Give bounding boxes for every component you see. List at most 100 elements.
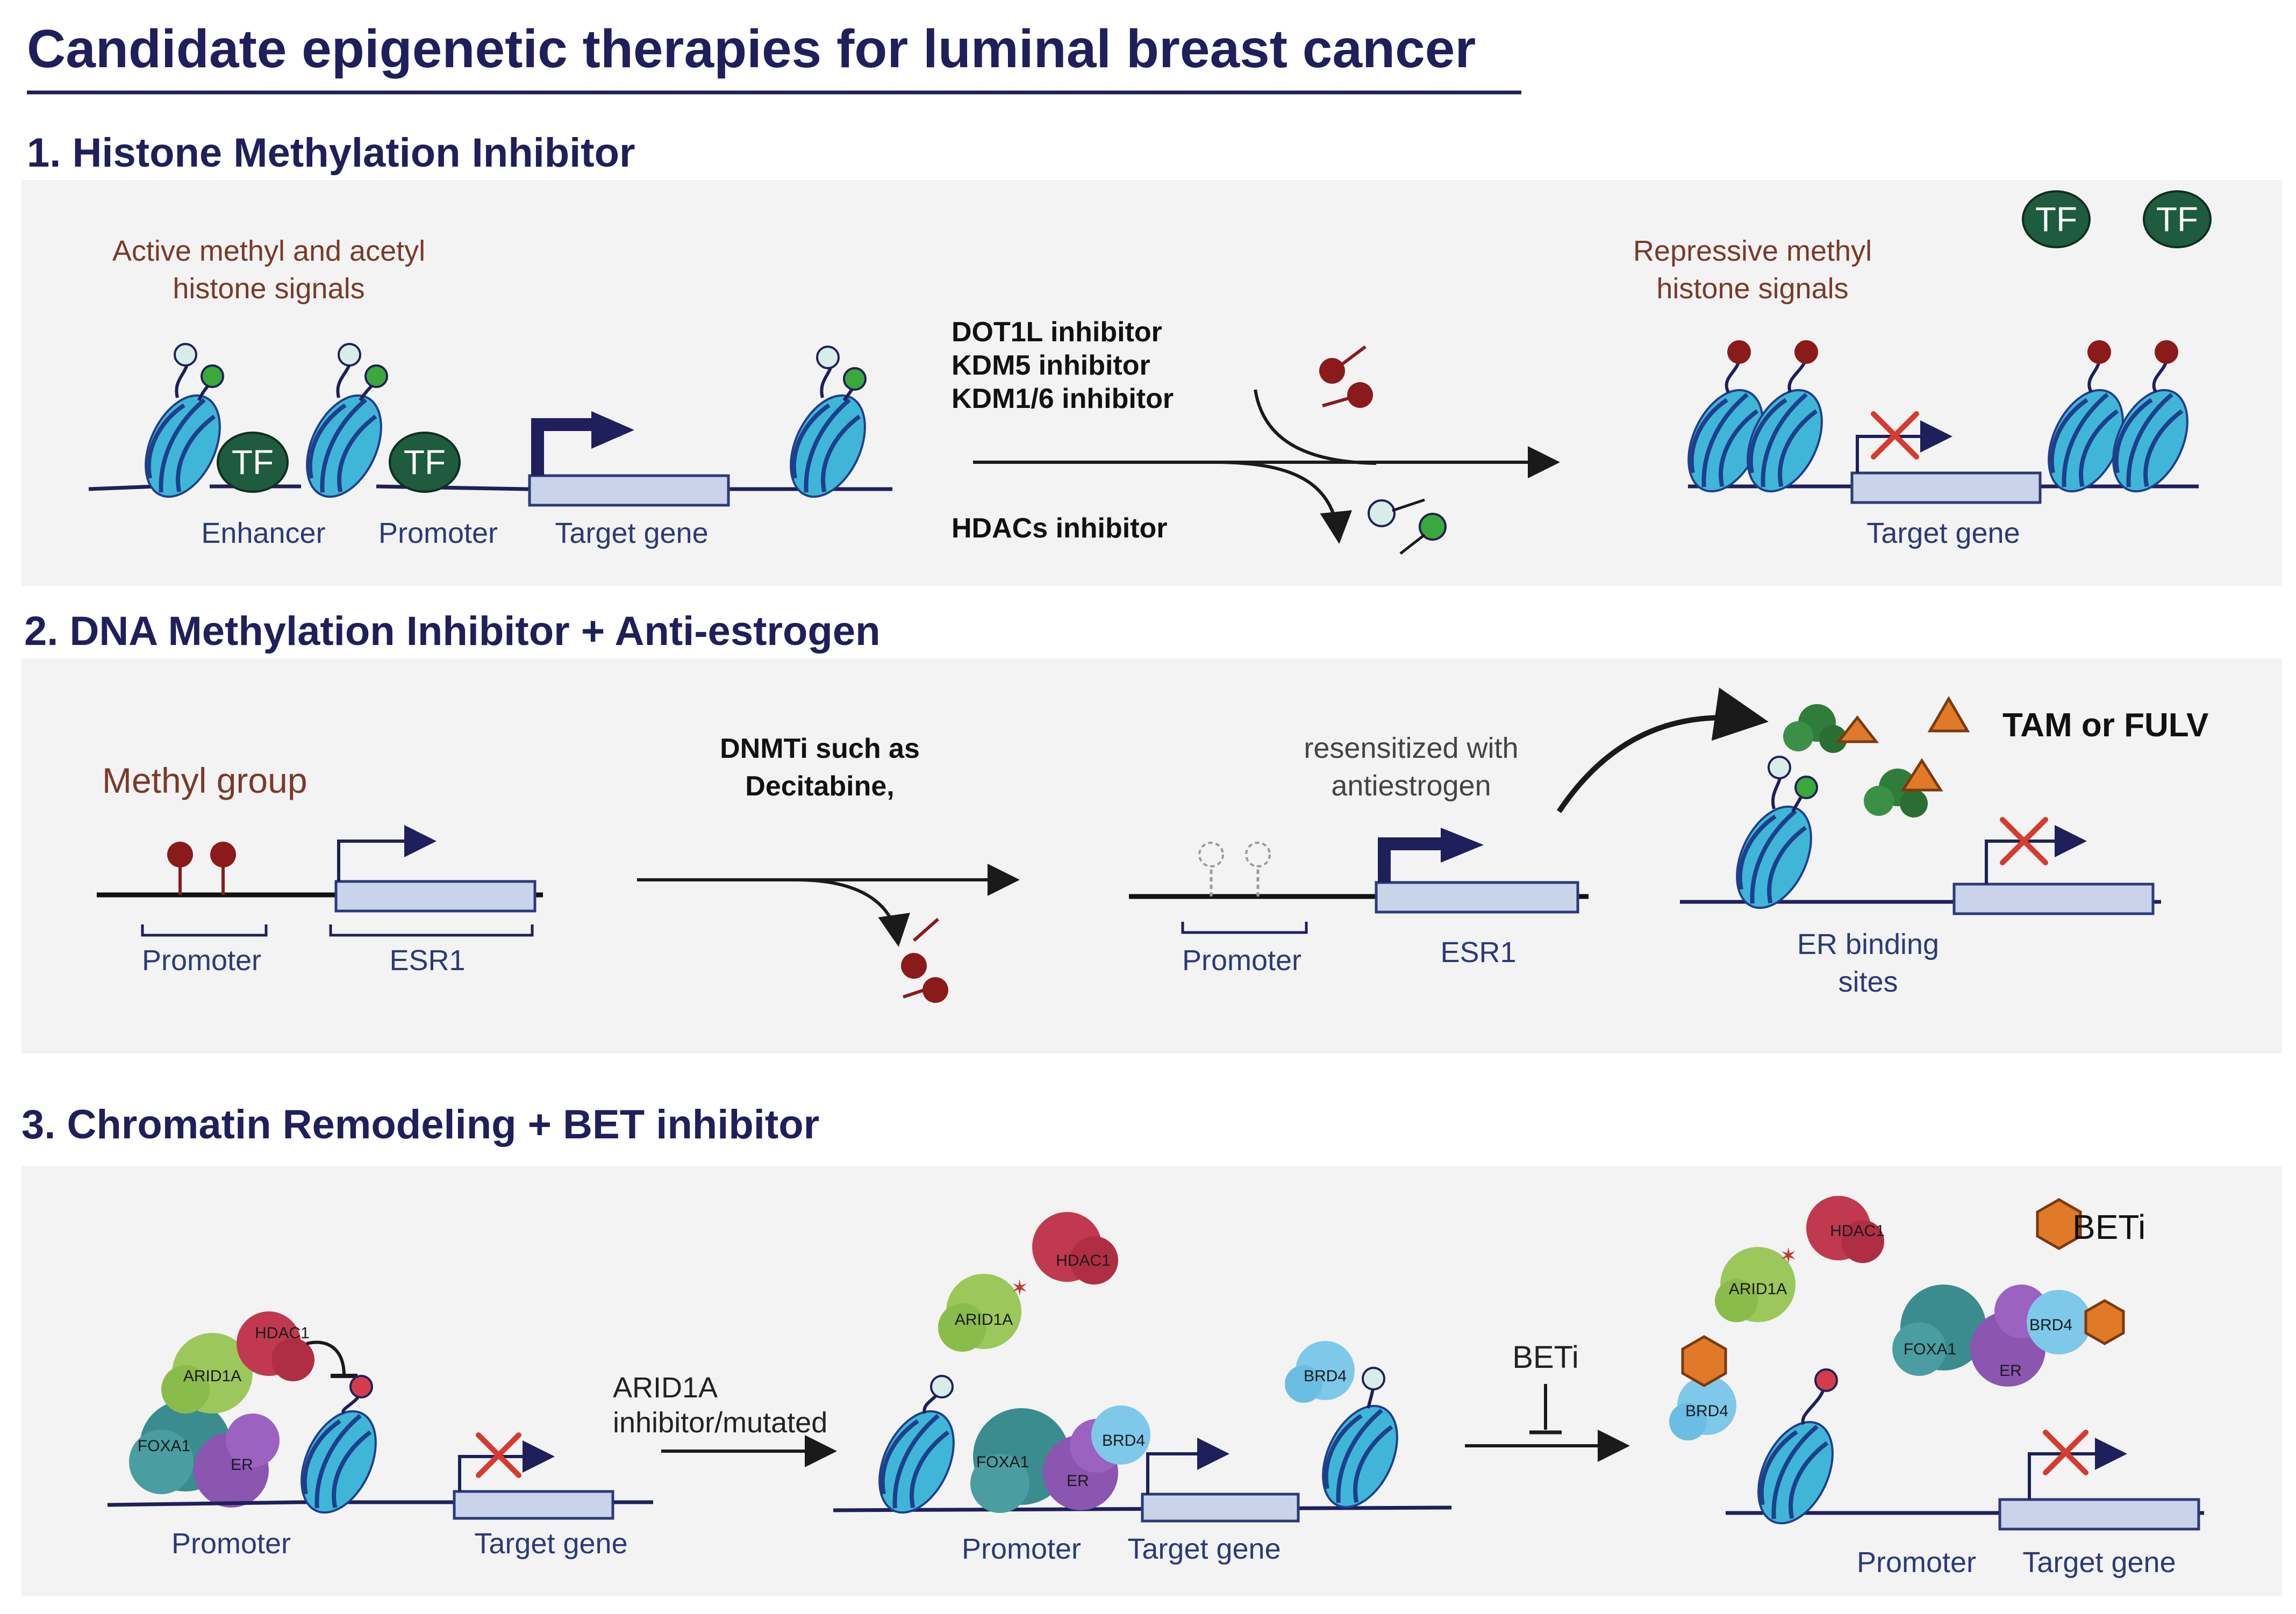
methyl-group-label: Methyl group: [102, 761, 307, 800]
methyl-group-icon: [210, 842, 236, 867]
blocked-x-icon: [1871, 411, 1919, 460]
drug-dot1l: DOT1L inhibitor: [952, 317, 1162, 348]
section1-panel: [22, 180, 2282, 586]
er-label: ER: [231, 1456, 253, 1474]
transcription-arrow-icon: [1856, 420, 1952, 473]
enhancer-label: Enhancer: [201, 517, 325, 549]
arid1a-label: ARID1A: [183, 1367, 241, 1385]
foxa1-label: FOXA1: [976, 1453, 1029, 1471]
section2-heading: 2. DNA Methylation Inhibitor + Anti-estr…: [24, 608, 881, 654]
esr1-label: ESR1: [389, 944, 465, 977]
hdac1-protein-icon: [1032, 1212, 1118, 1285]
transcription-arrow-icon: [1378, 837, 1446, 883]
inhibition-arrow: [306, 1340, 346, 1376]
methyl-mark-icon: [1727, 340, 1751, 364]
section3-panel: [22, 1166, 2282, 1596]
section3-heading: 3. Chromatin Remodeling + BET inhibitor: [22, 1102, 819, 1147]
mutation-star-icon: ✶: [1779, 1244, 1798, 1268]
esr1-label-right: ESR1: [1440, 936, 1516, 969]
acetyl-mark-icon: [1794, 776, 1818, 799]
antiestrogen-triangle-icon: [1835, 715, 1879, 743]
blocked-x-icon: [476, 1432, 521, 1478]
tf-icon: [2143, 190, 2212, 248]
target-gene-box: [1952, 883, 2155, 915]
target-gene-box: [1998, 1498, 2200, 1531]
brd4-label: BRD4: [1102, 1432, 1145, 1450]
active-signals-label-2: histone signals: [173, 272, 364, 305]
beti-hexagon-icon: [2084, 1299, 2125, 1345]
esr1-bracket: [329, 924, 534, 937]
acetyl-mark-icon: [201, 364, 224, 388]
er-label: ER: [1067, 1472, 1089, 1490]
target-gene-box: [453, 1490, 614, 1520]
arid1a-inhibitor-label-1: ARID1A: [613, 1372, 718, 1404]
target-gene-label: Target gene: [1127, 1533, 1281, 1565]
methyl-mark-icon: [2155, 340, 2178, 364]
antiestrogen-triangle-icon: [1900, 758, 1943, 792]
resensitized-label-1: resensitized with: [1304, 732, 1518, 764]
antiestrogen-arrow: [1556, 687, 1769, 813]
brd4-label: BRD4: [2029, 1316, 2072, 1334]
target-gene-box: [1850, 471, 2042, 504]
resensitized-label-2: antiestrogen: [1331, 770, 1491, 802]
hdac1-label: HDAC1: [255, 1324, 310, 1342]
released-acetyl-marks: [1368, 498, 1447, 555]
drug-hdacs: HDACs inhibitor: [952, 513, 1168, 544]
tf-label: TF: [232, 443, 274, 482]
methyl-mark-icon: [2087, 340, 2111, 364]
antiestrogen-triangle-icon: [1927, 696, 1970, 733]
brd4-protein-icon: [1285, 1341, 1355, 1403]
arid1a-protein-icon: [938, 1274, 1021, 1352]
brd4-label: BRD4: [1685, 1402, 1728, 1420]
tf-label: TF: [2156, 200, 2198, 239]
unmethylated-site-icon: [1245, 842, 1271, 867]
acetyl-removal-arrow: [1214, 461, 1353, 544]
target-gene-label: Target gene: [555, 517, 708, 549]
arid1a-protein-icon: [1715, 1247, 1796, 1322]
blocked-x-icon: [2000, 817, 2048, 865]
methyl-mark-icon: [930, 1375, 954, 1398]
beti-legend-label: BETi: [2072, 1208, 2145, 1246]
transcription-arrow-icon: [458, 1440, 555, 1491]
methyl-mark-icon: [1814, 1368, 1838, 1392]
tf-icon: [389, 432, 461, 493]
promoter-bracket: [1181, 922, 1308, 934]
promoter-label: Promoter: [1857, 1546, 1976, 1579]
tam-fulv-label: TAM or FULV: [2002, 707, 2208, 744]
dnmti-label-1: DNMTi such as: [720, 733, 920, 764]
er-protein-icon: [1864, 769, 1928, 817]
esr1-gene-box: [1375, 881, 1579, 914]
mutation-star-icon: ✶: [1011, 1276, 1029, 1300]
chromatin-complex-center: [970, 1405, 1150, 1513]
transcription-arrowhead-icon: [1441, 828, 1484, 863]
er-label: ER: [1999, 1362, 2022, 1380]
target-gene-box: [528, 474, 730, 507]
beti-hexagon-icon: [1681, 1335, 1727, 1387]
acetyl-mark-icon: [843, 367, 867, 391]
target-gene-label: Target gene: [2022, 1546, 2176, 1579]
promoter-label: Promoter: [171, 1527, 291, 1560]
figure-title: Candidate epigenetic therapies for lumin…: [27, 19, 1476, 79]
chromatin-complex-left: [129, 1311, 314, 1508]
promoter-label: Promoter: [378, 517, 498, 549]
methyl-mark-icon: [338, 343, 361, 367]
methyl-mark-icon: [1768, 756, 1791, 779]
promoter-label: Promoter: [142, 944, 261, 977]
foxa1-label: FOXA1: [1904, 1340, 1956, 1358]
arid1a-label: ARID1A: [1729, 1280, 1787, 1298]
tf-label: TF: [2035, 200, 2077, 239]
brd4-label: BRD4: [1304, 1367, 1347, 1385]
hdac1-protein-icon: [1806, 1196, 1884, 1263]
blocked-x-icon: [2043, 1430, 2088, 1475]
promoter-label-right: Promoter: [1182, 944, 1301, 977]
methyl-mark-icon: [349, 1375, 373, 1398]
acetyl-mark-icon: [364, 364, 388, 388]
foxa1-label: FOXA1: [138, 1437, 190, 1455]
removed-methyl-marks: [901, 917, 948, 1003]
demethylation-arrow: [795, 878, 910, 947]
arid1a-label: ARID1A: [955, 1311, 1013, 1329]
transcription-arrow-icon: [1985, 825, 2087, 884]
target-gene-label-right: Target gene: [1866, 517, 2020, 549]
methyl-addition-arrow: [1254, 389, 1377, 465]
